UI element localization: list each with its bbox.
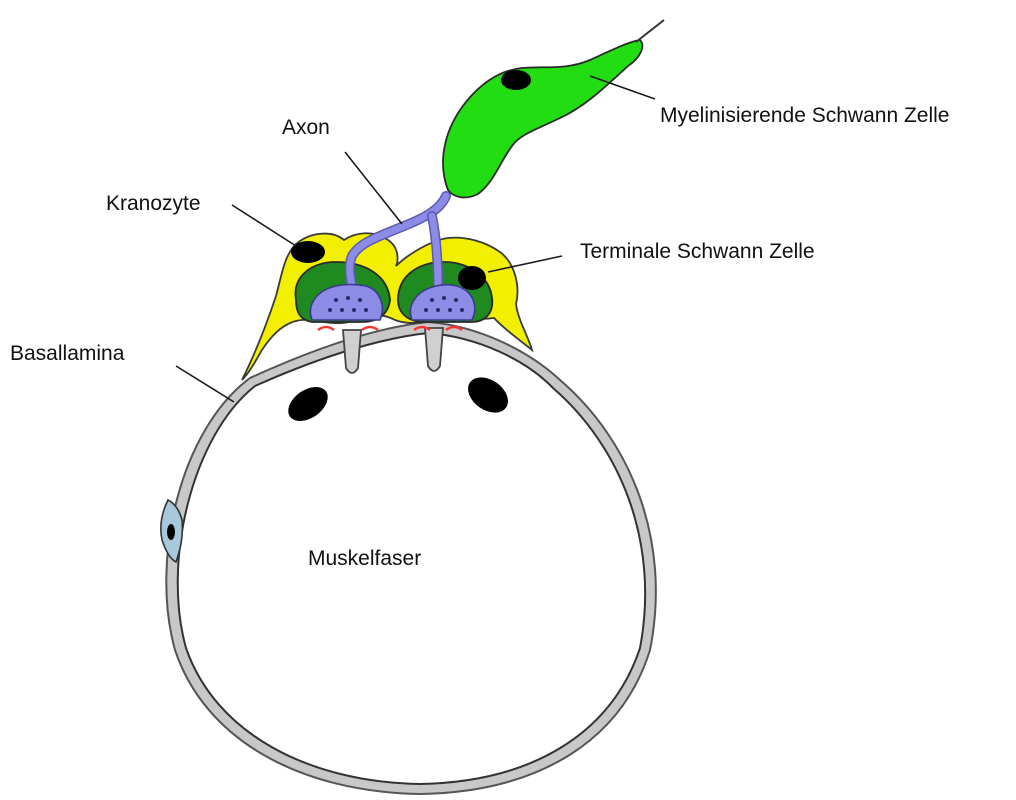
label-basal-lamina: Basallamina [10, 342, 125, 365]
label-terminal-schwann: Terminale Schwann Zelle [580, 240, 815, 263]
leader-basal-lamina [176, 366, 234, 402]
kranocyte-nucleus [291, 241, 325, 263]
label-myelinating-schwann: Myelinisierende Schwann Zelle [660, 104, 949, 127]
leader-axon [345, 152, 402, 224]
myelinated-axon-tail [636, 20, 664, 42]
terminal-schwann-nucleus [458, 266, 486, 290]
myelinating-schwann-cell [443, 20, 664, 197]
fibroblast-nucleus [167, 524, 175, 540]
leader-kranocyte [232, 205, 296, 246]
junctional-fold [425, 328, 443, 371]
label-kranocyte: Kranozyte [106, 192, 201, 215]
label-axon: Axon [282, 116, 330, 139]
receptor-zone [318, 327, 334, 330]
label-muscle-fiber: Muskelfaser [308, 547, 421, 570]
junctional-fold [343, 330, 361, 373]
receptor-zone [362, 327, 378, 330]
myelinating-schwann-nucleus [501, 70, 531, 90]
myelinating-schwann-body [443, 40, 642, 197]
